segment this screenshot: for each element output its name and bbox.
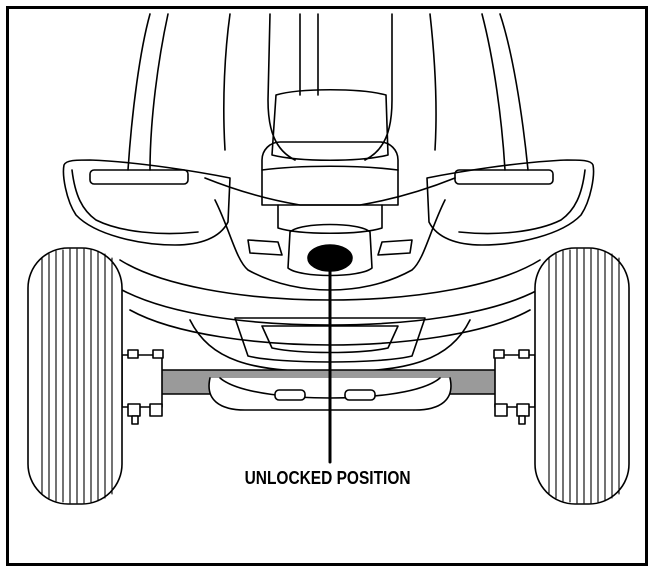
left-wheel-mount	[121, 349, 164, 425]
tiller-column	[261, 141, 399, 235]
right-wheel-mount	[493, 349, 536, 425]
unlocked-position-label: UNLOCKED POSITION	[244, 468, 411, 488]
left-wheel	[27, 247, 123, 505]
left-armrest	[62, 159, 231, 246]
right-armrest	[426, 159, 595, 246]
seat-back	[127, 13, 529, 171]
right-wheel	[534, 247, 630, 505]
